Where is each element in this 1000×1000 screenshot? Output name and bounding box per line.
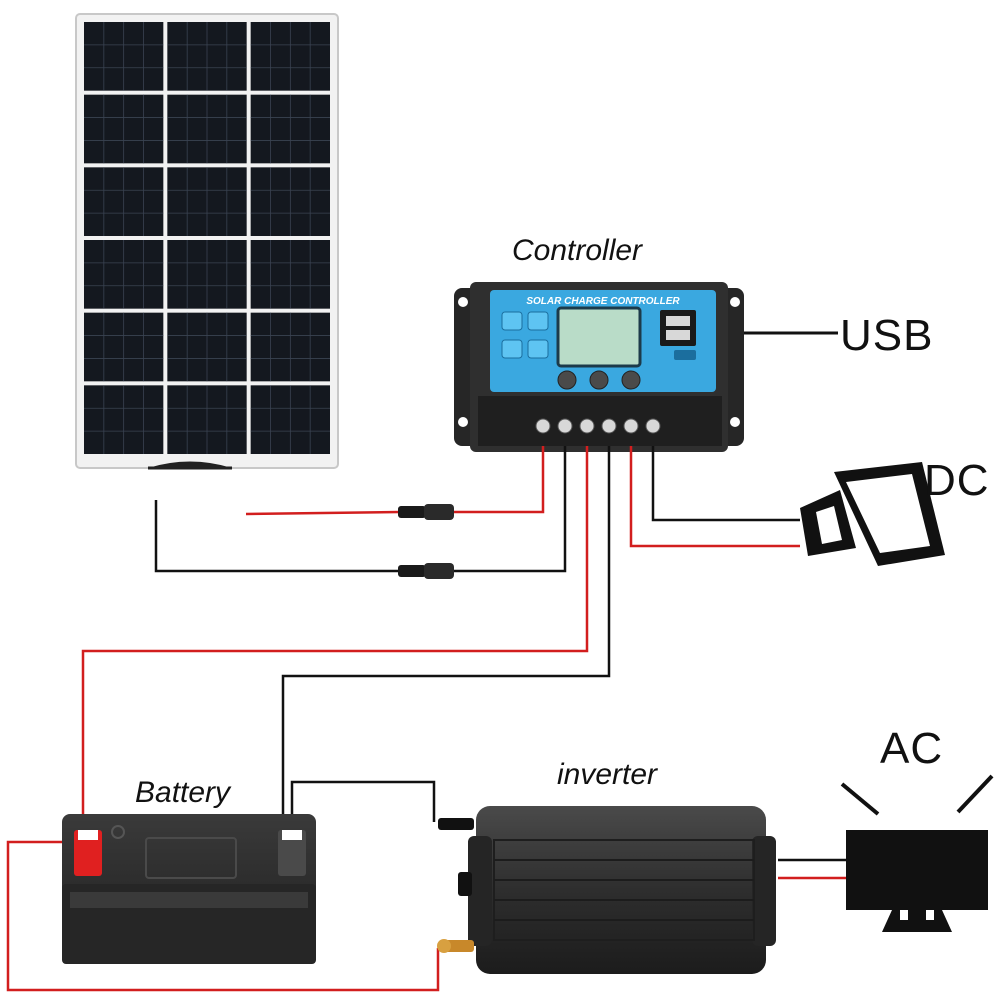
solar-panel-icon [75, 13, 339, 470]
dc-label: DC [924, 456, 990, 505]
usb-label: USB [840, 311, 934, 360]
ac-ray-right [956, 774, 994, 814]
battery-label: Battery [135, 776, 231, 809]
controller-terminals [535, 418, 661, 434]
panel-cells [84, 22, 330, 454]
wires [6, 446, 846, 992]
ac-label: AC [880, 724, 944, 773]
inverter-label: inverter [557, 758, 658, 791]
ac-ray-left [840, 782, 880, 816]
inverter-icon [437, 806, 776, 974]
mc4-connectors [398, 504, 454, 579]
controller-label: Controller [512, 234, 643, 267]
battery-icon [62, 814, 316, 964]
charge-controller-icon: SOLAR CHARGE CONTROLLER [454, 282, 744, 452]
controller-panel-title: SOLAR CHARGE CONTROLLER [526, 296, 680, 307]
dc-lamp-icon [800, 462, 945, 566]
ac-monitor-icon [840, 774, 994, 932]
